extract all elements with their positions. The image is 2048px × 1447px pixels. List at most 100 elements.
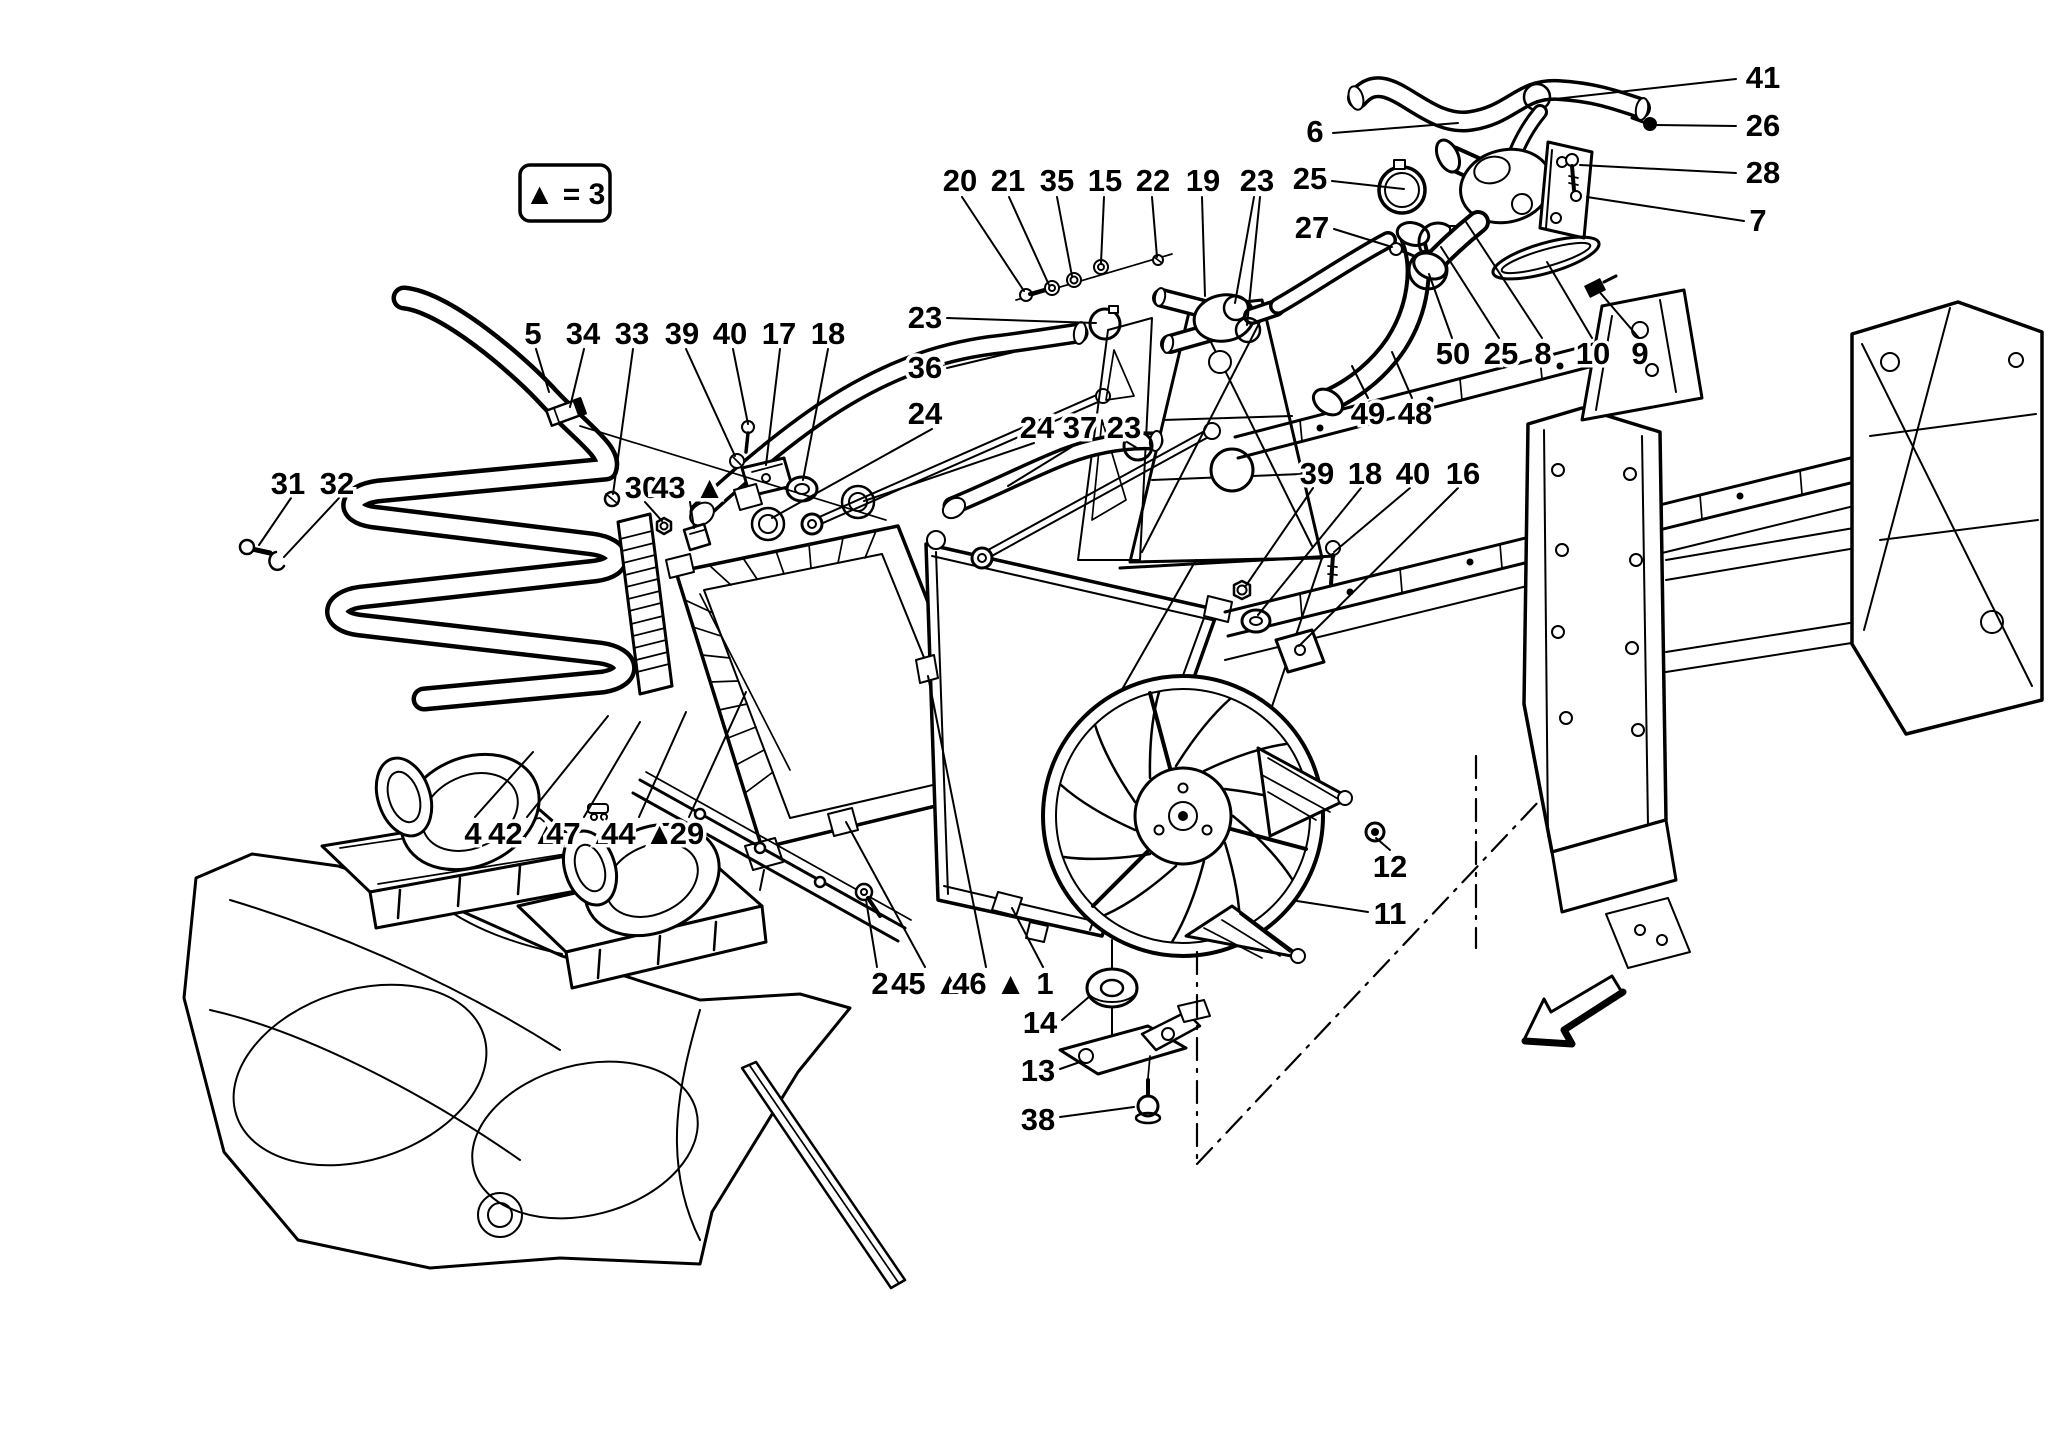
part-label-10: 10 (1576, 336, 1610, 371)
leader-line (946, 351, 1015, 369)
arrow-icon (1522, 974, 1625, 1045)
leader-line (612, 348, 634, 495)
part-label-23: 23 (1107, 410, 1141, 445)
leader-line (863, 442, 1035, 502)
leader-line (927, 675, 987, 968)
leader-line (1100, 196, 1105, 264)
leader-line (1351, 365, 1369, 399)
o-ring-24 (840, 484, 876, 520)
clamp-34 (545, 397, 587, 427)
leader-line (865, 899, 878, 968)
leader-line (946, 317, 1097, 324)
leader-line (1332, 122, 1459, 134)
part-label-42: 42 ▲ (488, 816, 562, 851)
leader-line (771, 428, 933, 519)
part-label-18: 18 (811, 316, 845, 351)
bracket-16 (1274, 628, 1326, 674)
part-label-30: 30 (625, 470, 659, 505)
legend-box: ▲ = 3 (518, 163, 612, 223)
leader-line (1579, 164, 1737, 174)
cooling-fan (1041, 674, 1386, 964)
part-label-16: 16 (1446, 456, 1480, 491)
part-label-24: 24 (1020, 410, 1055, 445)
leader-line (1126, 441, 1138, 449)
leader-line (1333, 228, 1393, 248)
leader-line (1596, 288, 1640, 339)
filler-neck (926, 530, 946, 550)
side-bracket (915, 654, 939, 684)
air-intake-assembly (182, 752, 907, 1290)
leader-line (1007, 442, 1079, 487)
part-label-35: 35 (1040, 163, 1074, 198)
leader-line (765, 348, 781, 466)
part-label-20: 20 (943, 163, 977, 198)
leader-line (1296, 900, 1369, 913)
leader-line (1244, 487, 1314, 588)
part-label-50: 50 (1436, 336, 1470, 371)
part-label-26: 26 (1746, 108, 1780, 143)
leader-line (583, 721, 641, 818)
leader-line (1333, 487, 1411, 553)
part-label-47: 47 ▲ (546, 816, 620, 851)
nut-35 (1066, 272, 1082, 288)
leader-line (283, 497, 340, 558)
part-label-27: 27 (1295, 210, 1329, 245)
legend-text: ▲ = 3 (525, 178, 606, 211)
leader-line (569, 348, 585, 408)
leader-line (685, 348, 736, 457)
part-label-8: 8 (1534, 336, 1551, 371)
seal-strip (616, 512, 674, 696)
part-label-21: 21 (991, 163, 1025, 198)
o-ring-24 (750, 506, 786, 542)
part-label-32: 32 (320, 466, 354, 501)
part-label-39: 39 (665, 316, 699, 351)
leader-line (732, 348, 749, 425)
part-label-6: 6 (1306, 114, 1323, 149)
leader-line (258, 497, 292, 546)
leader-line (1298, 487, 1459, 647)
part-label-9: 9 (1631, 336, 1648, 371)
part-label-24: 24 (908, 396, 943, 431)
leader-line (961, 196, 1025, 292)
bolt-2 (854, 882, 874, 902)
direction-arrow (1521, 974, 1627, 1048)
part-label-7: 7 (1749, 203, 1766, 238)
sensor-9 (1584, 278, 1606, 298)
part-label-28: 28 (1746, 155, 1780, 190)
part-label-33: 33 (615, 316, 649, 351)
leader-line (1546, 261, 1593, 339)
part-label-4: 4 (464, 816, 482, 851)
leader-line (1059, 1061, 1081, 1070)
nut-30 (655, 516, 673, 536)
leader-line (802, 348, 829, 481)
gasket-10 (1491, 235, 1601, 281)
leader-line (1246, 196, 1261, 326)
heat-shield (238, 285, 637, 712)
part-label-44: 44 ▲ (601, 816, 675, 851)
leader-line (1201, 196, 1206, 297)
chassis-frame (1223, 288, 2044, 969)
hose-clamp-23 (1088, 307, 1122, 341)
leader-line (644, 501, 663, 522)
leader-line (535, 348, 550, 393)
leader-line (1151, 196, 1158, 258)
part-label-17: 17 (762, 316, 796, 351)
small-fasteners (587, 420, 1341, 918)
intake-duct (583, 822, 721, 938)
leader-line (1586, 196, 1745, 222)
part-label-39: 39 (1300, 456, 1334, 491)
leader-line (1428, 273, 1453, 339)
leader-line (1440, 246, 1500, 339)
hose-clamp-23 (1122, 430, 1154, 462)
shroud-leg (1184, 904, 1304, 960)
part-label-15: 15 (1088, 163, 1122, 198)
leader-line (689, 501, 695, 529)
leader-line (1234, 196, 1255, 304)
leader-line (688, 691, 747, 818)
part-label-43: 43 ▲ (651, 470, 725, 505)
part-label-45: 45 ▲ (891, 966, 965, 1001)
leader-line (526, 715, 609, 818)
part-label-37: 37 (1063, 410, 1097, 445)
part-label-25: 25 (1484, 336, 1518, 371)
bolt-27 (1389, 242, 1403, 256)
